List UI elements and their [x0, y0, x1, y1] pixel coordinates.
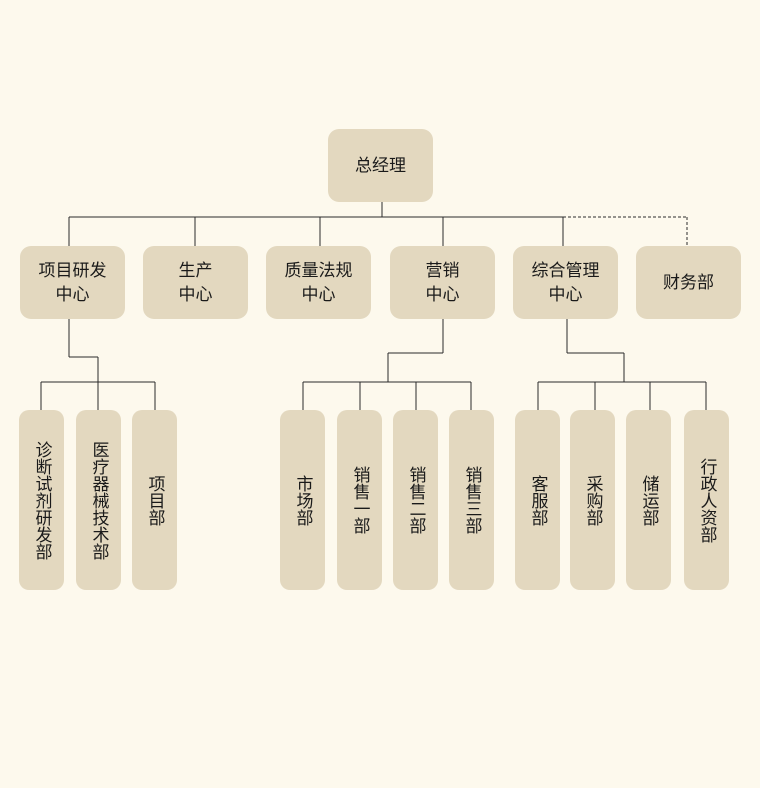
- dept-box-admin-logistics: 储运部: [626, 410, 671, 590]
- center-label-line2: 中心: [178, 284, 213, 305]
- dept-box-admin-purchase: 采购部: [570, 410, 615, 590]
- center-label-line2: 中心: [548, 284, 583, 305]
- dept-label: 销售三部: [461, 466, 482, 534]
- dept-box-rd-project: 项目部: [132, 410, 177, 590]
- dept-box-admin-service: 客服部: [515, 410, 560, 590]
- dept-box-sales-3: 销售三部: [449, 410, 494, 590]
- dept-box-admin-hr: 行政人资部: [684, 410, 729, 590]
- center-box-production: 生产 中心: [143, 246, 248, 319]
- center-label-line2: 中心: [425, 284, 460, 305]
- dept-label: 销售二部: [405, 466, 426, 534]
- dept-label: 储运部: [638, 474, 659, 526]
- dept-box-sales-2: 销售二部: [393, 410, 438, 590]
- dept-label: 行政人资部: [696, 457, 717, 543]
- dept-label: 医疗器械技术部: [88, 440, 109, 560]
- dept-label: 市场部: [292, 474, 313, 526]
- dept-box-sales-1: 销售一部: [337, 410, 382, 590]
- center-label-line1: 综合管理: [531, 260, 600, 281]
- center-box-quality: 质量法规 中心: [266, 246, 371, 319]
- center-box-rd: 项目研发 中心: [20, 246, 125, 319]
- general-manager-box: 总经理: [328, 129, 433, 202]
- dept-box-sales-market: 市场部: [280, 410, 325, 590]
- dept-label: 诊断试剂研发部: [31, 440, 52, 560]
- center-label-line1: 营销: [425, 260, 460, 281]
- dept-label: 项目部: [144, 474, 165, 526]
- center-label-line2: 中心: [55, 284, 90, 305]
- center-label-line1: 财务部: [663, 272, 714, 293]
- center-label-line1: 质量法规: [284, 260, 353, 281]
- dept-box-rd-device: 医疗器械技术部: [76, 410, 121, 590]
- center-box-marketing: 营销 中心: [390, 246, 495, 319]
- center-label-line1: 项目研发: [38, 260, 107, 281]
- dept-label: 销售一部: [349, 466, 370, 534]
- center-box-finance: 财务部: [636, 246, 741, 319]
- general-manager-label: 总经理: [355, 155, 406, 176]
- center-label-line2: 中心: [301, 284, 336, 305]
- dept-box-rd-reagent: 诊断试剂研发部: [19, 410, 64, 590]
- center-box-admin: 综合管理 中心: [513, 246, 618, 319]
- dept-label: 客服部: [527, 474, 548, 526]
- center-label-line1: 生产: [178, 260, 213, 281]
- dept-label: 采购部: [582, 474, 603, 526]
